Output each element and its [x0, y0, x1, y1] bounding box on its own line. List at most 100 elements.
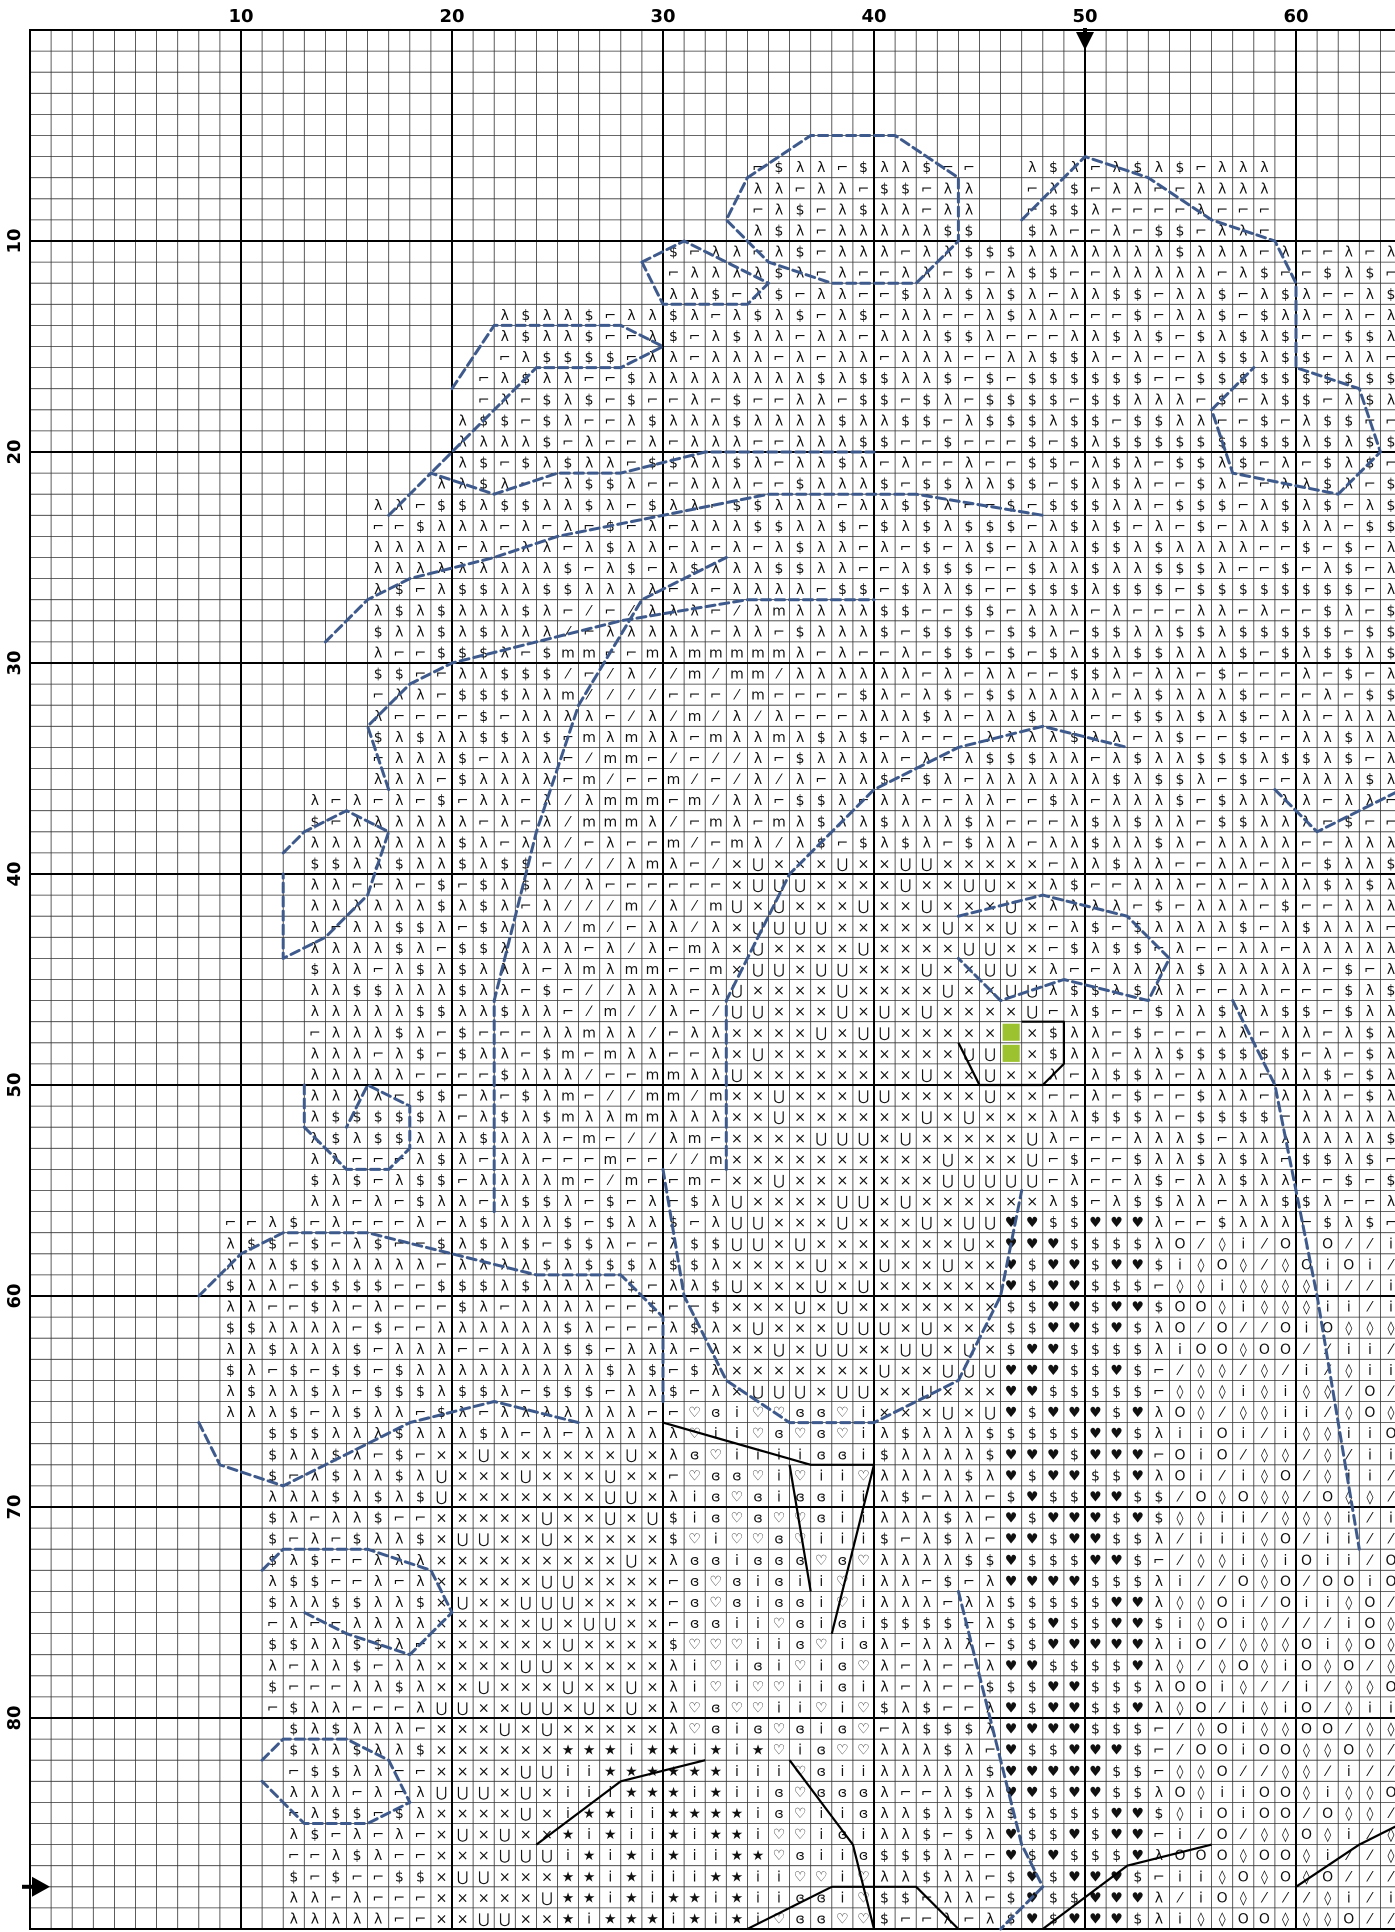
stitch-symbol: ⌐ [372, 1869, 384, 1885]
stitch-symbol: λ [1197, 266, 1205, 282]
stitch-symbol: × [752, 1025, 764, 1041]
stitch-symbol: λ [1176, 413, 1184, 429]
stitch-symbol: ◊ [1261, 1722, 1268, 1738]
stitch-symbol: × [794, 1257, 806, 1273]
stitch-symbol: O [1343, 1912, 1354, 1928]
stitch-symbol: λ [1134, 456, 1142, 472]
stitch-symbol: m [667, 835, 681, 851]
stitch-symbol: × [457, 1637, 469, 1653]
stitch-symbol: ⌐ [1048, 941, 1060, 957]
stitch-symbol: × [731, 1321, 743, 1337]
stitch-symbol: × [731, 941, 743, 957]
stitch-symbol: ɞ [817, 1405, 826, 1421]
stitch-symbol: λ [965, 1595, 973, 1611]
stitch-symbol: λ [1239, 1215, 1247, 1231]
stitch-symbol: ⌐ [942, 1595, 954, 1611]
stitch-symbol: ★ [583, 1869, 596, 1885]
stitch-symbol: $ [1218, 814, 1227, 830]
stitch-symbol: λ [1387, 1110, 1395, 1126]
stitch-symbol: λ [1260, 287, 1268, 303]
stitch-symbol: λ [712, 477, 720, 493]
stitch-symbol: $ [543, 582, 552, 598]
stitch-symbol: $ [585, 498, 594, 514]
stitch-symbol: ⌐ [647, 477, 659, 493]
stitch-symbol: $ [1049, 1869, 1058, 1885]
stitch-symbol: ◊ [1366, 1743, 1373, 1759]
stitch-symbol: ⌐ [436, 1068, 448, 1084]
stitch-symbol: λ [353, 1722, 361, 1738]
stitch-symbol: λ [796, 667, 804, 683]
stitch-symbol: λ [901, 456, 909, 472]
stitch-symbol: λ [1049, 624, 1057, 640]
stitch-symbol: ⌐ [436, 1257, 448, 1273]
stitch-symbol: ⌐ [499, 835, 511, 851]
stitch-symbol: O [1217, 1890, 1228, 1906]
stitch-symbol: $ [1365, 435, 1374, 451]
stitch-symbol: ⋃ [752, 920, 763, 936]
stitch-symbol: $ [1387, 519, 1395, 535]
stitch-symbol: λ [1239, 181, 1247, 197]
stitch-symbol: λ [1113, 835, 1121, 851]
stitch-symbol: λ [944, 1890, 952, 1906]
stitch-symbol: $ [986, 1426, 995, 1442]
stitch-symbol: λ [311, 793, 319, 809]
stitch-symbol: ⌐ [604, 1321, 616, 1337]
stitch-symbol: ⌐ [1111, 709, 1123, 725]
stitch-symbol: ⋃ [541, 1595, 552, 1611]
stitch-symbol: ⌐ [984, 350, 996, 366]
stitch-symbol: × [815, 1300, 827, 1316]
stitch-symbol: λ [775, 709, 783, 725]
stitch-symbol: ⌐ [393, 1279, 405, 1295]
stitch-symbol: × [815, 1089, 827, 1105]
stitch-symbol: $ [1365, 1068, 1374, 1084]
stitch-symbol: λ [1155, 814, 1163, 830]
stitch-symbol: ♡ [836, 1912, 849, 1928]
stitch-symbol: λ [1239, 1068, 1247, 1084]
stitch-symbol: × [963, 1300, 975, 1316]
stitch-symbol: $ [880, 1701, 889, 1717]
stitch-symbol: $ [416, 1046, 425, 1062]
stitch-symbol: λ [1134, 540, 1142, 556]
stitch-symbol: i [1284, 1658, 1288, 1674]
stitch-symbol: ⌐ [1301, 688, 1313, 704]
stitch-symbol: λ [1113, 266, 1121, 282]
stitch-symbol: × [436, 1806, 448, 1822]
stitch-symbol: λ [796, 603, 804, 619]
stitch-symbol: m [603, 1004, 617, 1020]
stitch-symbol: $ [1239, 329, 1248, 345]
stitch-symbol: λ [923, 308, 931, 324]
stitch-symbol: λ [543, 1426, 551, 1442]
stitch-symbol: × [520, 1827, 532, 1843]
stitch-symbol: λ [437, 1384, 445, 1400]
stitch-symbol: ◊ [1388, 1637, 1395, 1653]
stitch-symbol: ⋃ [457, 1701, 468, 1717]
stitch-symbol: λ [501, 435, 509, 451]
stitch-symbol: λ [585, 1300, 593, 1316]
stitch-symbol: λ [1155, 1912, 1163, 1928]
stitch-symbol: ⌐ [1195, 730, 1207, 746]
stitch-symbol: λ [458, 413, 466, 429]
stitch-symbol: $ [585, 392, 594, 408]
stitch-symbol: $ [732, 392, 741, 408]
stitch-symbol: ⌐ [1216, 1131, 1228, 1147]
stitch-symbol: × [984, 1236, 996, 1252]
stitch-symbol: i [1347, 1616, 1351, 1632]
stitch-symbol: λ [1091, 688, 1099, 704]
stitch-symbol: λ [986, 793, 994, 809]
stitch-symbol: ⌐ [1048, 477, 1060, 493]
stitch-symbol: $ [1281, 624, 1290, 640]
stitch-symbol: λ [522, 835, 530, 851]
stitch-symbol: i [735, 1764, 739, 1780]
stitch-symbol: λ [1113, 181, 1121, 197]
stitch-symbol: λ [1070, 540, 1078, 556]
stitch-symbol: λ [395, 1405, 403, 1421]
stitch-symbol: ◊ [1198, 1363, 1205, 1379]
stitch-symbol: $ [1028, 1616, 1037, 1632]
stitch-symbol: $ [880, 624, 889, 640]
stitch-symbol: ♥ [1132, 1890, 1145, 1906]
stitch-symbol: ⌐ [668, 793, 680, 809]
stitch-symbol: $ [1133, 1532, 1142, 1548]
stitch-symbol: × [1026, 1046, 1038, 1062]
stitch-symbol: ⋃ [837, 857, 848, 873]
stitch-symbol: ⌐ [815, 646, 827, 662]
